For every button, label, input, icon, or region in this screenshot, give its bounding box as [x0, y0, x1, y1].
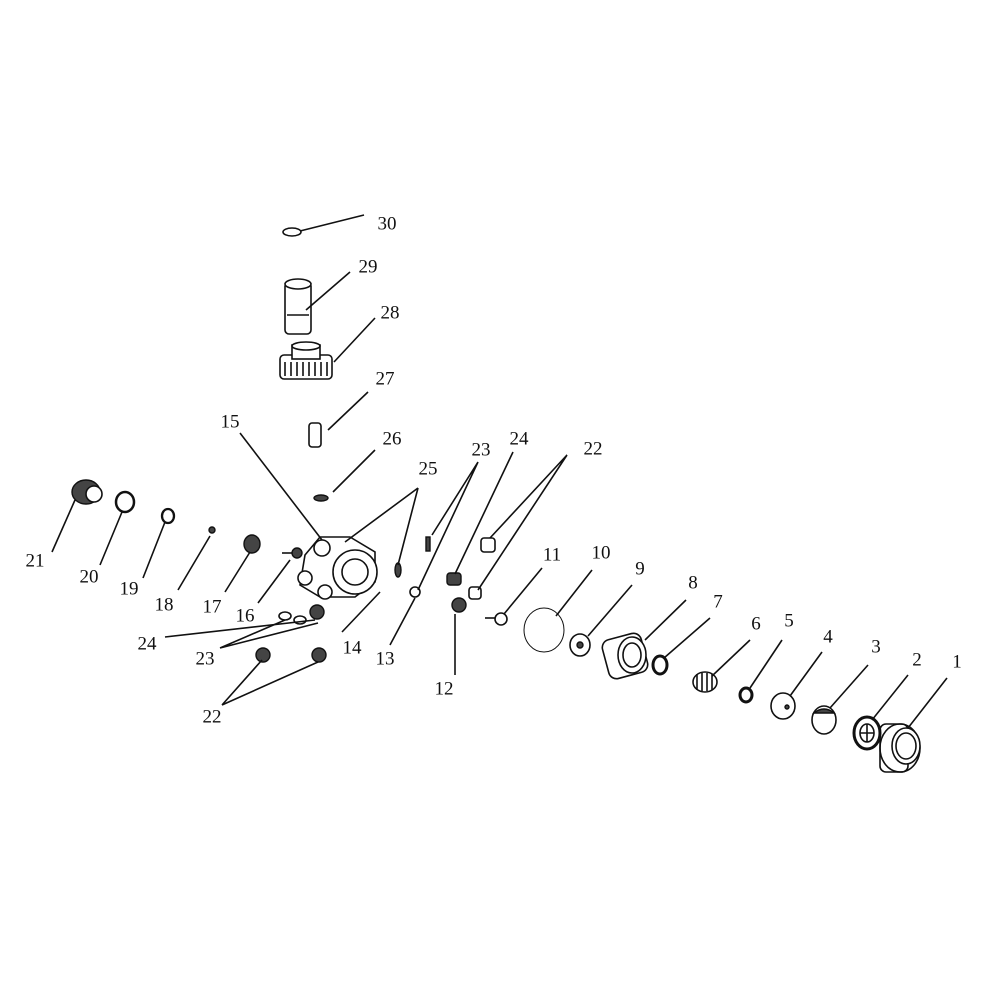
part-6-spring [692, 671, 718, 693]
part-16-screw [282, 547, 303, 559]
callout-11: 11 [543, 544, 561, 565]
callout-15: 15 [221, 411, 240, 432]
callout-29: 29 [359, 256, 378, 277]
part-25-pin [425, 536, 431, 552]
part-23-valve-top [446, 572, 462, 586]
callout-22-bottom: 22 [203, 706, 222, 727]
part-22-valve-a [255, 647, 271, 663]
callout-3: 3 [871, 636, 881, 657]
parts [71, 227, 921, 773]
part-20-oring [114, 490, 136, 514]
callout-labels: 1 2 3 4 5 6 7 8 9 10 11 12 13 14 15 16 1… [26, 213, 962, 727]
part-11-piston [485, 612, 508, 626]
part-28-nut [279, 341, 333, 380]
callout-19: 19 [120, 578, 139, 599]
part-15-pump-body [297, 536, 378, 600]
part-4-cap [770, 692, 796, 720]
callout-7: 7 [713, 591, 723, 612]
part-25-oring-a [394, 562, 402, 578]
callout-12: 12 [435, 678, 454, 699]
part-9-plate [569, 633, 591, 657]
part-19-oring [160, 507, 176, 525]
part-21-plug [71, 479, 103, 505]
leader-lines [51, 214, 948, 729]
part-26-oring [313, 494, 329, 502]
callout-30: 30 [378, 213, 397, 234]
callout-6: 6 [751, 613, 761, 634]
part-22-valve-b [311, 647, 327, 663]
callout-5: 5 [784, 610, 794, 631]
part-23-valve-left [309, 604, 325, 620]
part-24-oring-left [278, 611, 292, 621]
part-8-housing [601, 632, 649, 680]
callout-18: 18 [155, 594, 174, 615]
part-5-oring [738, 686, 754, 704]
callout-24-top: 24 [510, 428, 530, 449]
part-1-ring-nut [879, 723, 921, 773]
callout-17: 17 [203, 596, 222, 617]
callout-2: 2 [912, 649, 922, 670]
callout-27: 27 [376, 368, 395, 389]
callout-24-bottom: 24 [138, 633, 158, 654]
callout-10: 10 [592, 542, 611, 563]
callout-26: 26 [383, 428, 402, 449]
part-10-diaphragm [523, 607, 565, 653]
callout-25: 25 [419, 458, 438, 479]
callout-14: 14 [343, 637, 363, 658]
callout-16: 16 [236, 605, 255, 626]
part-17-spring [243, 534, 261, 554]
callout-21: 21 [26, 550, 45, 571]
callout-22-top: 22 [584, 438, 603, 459]
callout-9: 9 [635, 558, 645, 579]
callout-8: 8 [688, 572, 698, 593]
callout-20: 20 [80, 566, 99, 587]
callout-23-top: 23 [472, 439, 491, 460]
part-29-cartridge [284, 278, 312, 335]
part-30-washer [282, 227, 302, 237]
part-22-valve-top-a [480, 537, 496, 553]
callout-13: 13 [376, 648, 395, 669]
part-27-pin [308, 422, 322, 448]
part-12-valve [451, 597, 467, 613]
part-2-seal [852, 715, 882, 751]
part-7-oring [651, 654, 669, 676]
callout-28: 28 [381, 302, 400, 323]
callout-1: 1 [952, 651, 962, 672]
part-3-disc [811, 705, 837, 735]
part-18-ball [208, 526, 216, 534]
callout-23-bottom: 23 [196, 648, 215, 669]
callout-4: 4 [823, 626, 833, 647]
